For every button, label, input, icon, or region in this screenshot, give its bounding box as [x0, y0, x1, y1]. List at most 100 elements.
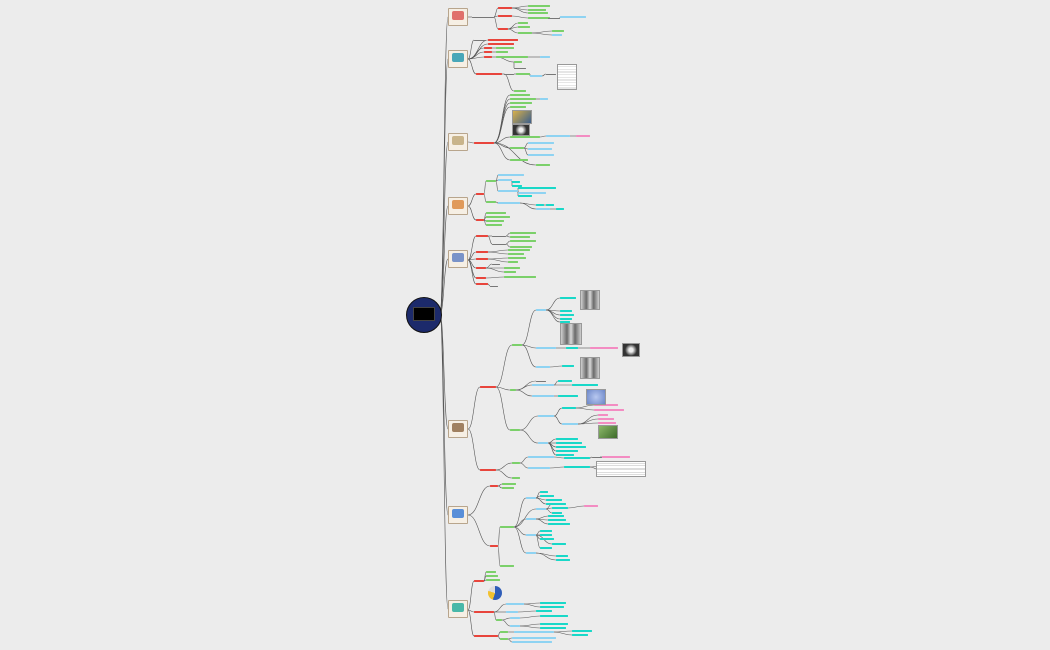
- topic-node[interactable]: [480, 468, 496, 472]
- topic-node[interactable]: [476, 218, 484, 222]
- topic-node[interactable]: [564, 465, 590, 469]
- topic-node[interactable]: [486, 570, 496, 574]
- topic-node[interactable]: [514, 60, 522, 64]
- topic-node[interactable]: [572, 629, 592, 633]
- topic-node[interactable]: [528, 455, 554, 459]
- topic-node[interactable]: [530, 74, 542, 78]
- topic-node[interactable]: [510, 146, 524, 150]
- topic-node[interactable]: [536, 203, 544, 207]
- branch-topic-8[interactable]: [448, 600, 468, 618]
- topic-node[interactable]: [476, 282, 488, 286]
- topic-node[interactable]: [498, 6, 512, 10]
- topic-node[interactable]: [504, 270, 516, 274]
- topic-node[interactable]: [500, 525, 514, 529]
- topic-node[interactable]: [510, 93, 530, 97]
- topic-node[interactable]: [504, 266, 520, 270]
- topic-node[interactable]: [564, 456, 590, 460]
- topic-node[interactable]: [576, 134, 590, 138]
- topic-node[interactable]: [496, 50, 508, 54]
- topic-node[interactable]: [510, 235, 530, 239]
- topic-node[interactable]: [528, 16, 550, 20]
- topic-node[interactable]: [556, 558, 570, 562]
- topic-node[interactable]: [484, 46, 492, 50]
- topic-node[interactable]: [506, 602, 524, 606]
- topic-node[interactable]: [488, 42, 514, 46]
- topic-node[interactable]: [510, 231, 536, 235]
- topic-node[interactable]: [498, 173, 524, 177]
- topic-node[interactable]: [510, 245, 532, 249]
- topic-node[interactable]: [518, 25, 530, 29]
- topic-node[interactable]: [498, 27, 508, 31]
- topic-node[interactable]: [556, 437, 578, 441]
- topic-node[interactable]: [510, 428, 520, 432]
- topic-node[interactable]: [536, 163, 550, 167]
- topic-node[interactable]: [496, 618, 502, 622]
- topic-node[interactable]: [516, 72, 530, 76]
- topic-node[interactable]: [556, 449, 578, 453]
- topic-node[interactable]: [552, 29, 564, 33]
- topic-node[interactable]: [502, 486, 514, 490]
- topic-node[interactable]: [540, 97, 548, 101]
- topic-node[interactable]: [496, 55, 528, 59]
- topic-node[interactable]: [526, 533, 536, 537]
- topic-node[interactable]: [510, 105, 526, 109]
- topic-node[interactable]: [510, 135, 540, 139]
- topic-node[interactable]: [506, 610, 518, 614]
- topic-node[interactable]: [562, 364, 574, 368]
- branch-topic-6[interactable]: [448, 420, 468, 438]
- topic-node[interactable]: [486, 578, 500, 582]
- topic-node[interactable]: [512, 343, 522, 347]
- topic-node[interactable]: [552, 33, 562, 37]
- topic-node[interactable]: [556, 453, 574, 457]
- branch-topic-5[interactable]: [448, 250, 468, 268]
- topic-node[interactable]: [540, 533, 552, 537]
- topic-node[interactable]: [518, 186, 556, 190]
- topic-node[interactable]: [540, 490, 548, 494]
- topic-node[interactable]: [480, 385, 496, 389]
- topic-node[interactable]: [512, 184, 522, 188]
- topic-node[interactable]: [532, 394, 554, 398]
- branch-topic-3[interactable]: [448, 133, 468, 151]
- topic-node[interactable]: [508, 260, 518, 264]
- topic-node[interactable]: [602, 455, 630, 459]
- topic-node[interactable]: [558, 379, 572, 383]
- topic-node[interactable]: [528, 11, 548, 15]
- topic-node[interactable]: [594, 408, 624, 412]
- topic-node[interactable]: [590, 346, 618, 350]
- topic-node[interactable]: [546, 203, 554, 207]
- topic-node[interactable]: [498, 178, 512, 182]
- topic-node[interactable]: [560, 309, 572, 313]
- topic-node[interactable]: [474, 579, 484, 583]
- topic-node[interactable]: [526, 517, 536, 521]
- topic-node[interactable]: [560, 296, 576, 300]
- topic-node[interactable]: [484, 55, 492, 59]
- topic-node[interactable]: [536, 346, 556, 350]
- topic-node[interactable]: [562, 406, 576, 410]
- topic-node[interactable]: [508, 256, 526, 260]
- topic-node[interactable]: [540, 55, 550, 59]
- topic-node[interactable]: [510, 616, 520, 620]
- topic-node[interactable]: [502, 482, 516, 486]
- topic-node[interactable]: [528, 153, 554, 157]
- topic-node[interactable]: [476, 192, 484, 196]
- topic-node[interactable]: [528, 4, 550, 8]
- topic-node[interactable]: [528, 466, 550, 470]
- topic-node[interactable]: [540, 601, 566, 605]
- topic-node[interactable]: [510, 97, 536, 101]
- topic-node[interactable]: [540, 494, 554, 498]
- topic-node[interactable]: [510, 158, 528, 162]
- topic-node[interactable]: [536, 308, 546, 312]
- topic-node[interactable]: [562, 422, 578, 426]
- topic-node[interactable]: [548, 518, 566, 522]
- topic-node[interactable]: [504, 275, 536, 279]
- topic-node[interactable]: [486, 215, 510, 219]
- topic-node[interactable]: [536, 609, 552, 613]
- topic-node[interactable]: [548, 514, 564, 518]
- topic-node[interactable]: [556, 207, 564, 211]
- topic-node[interactable]: [512, 476, 520, 480]
- topic-node[interactable]: [526, 551, 536, 555]
- topic-node[interactable]: [474, 141, 494, 145]
- topic-node[interactable]: [518, 194, 532, 198]
- topic-node[interactable]: [532, 383, 554, 387]
- topic-node[interactable]: [518, 191, 546, 195]
